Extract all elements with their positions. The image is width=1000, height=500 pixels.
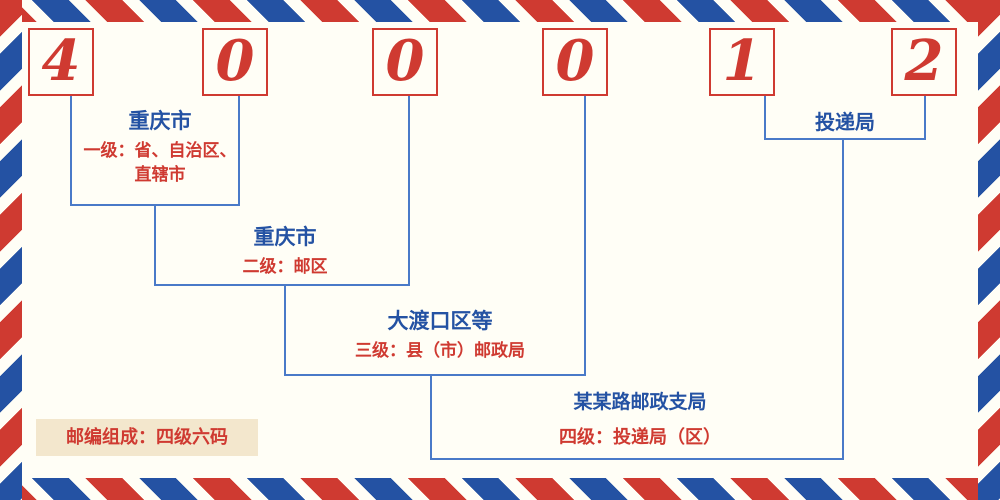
- level-3-label: 大渡口区等 三级：县（市）邮政局: [300, 308, 580, 364]
- connector-line: [430, 458, 844, 460]
- digit-box-4: 0: [542, 28, 608, 96]
- connector-line: [842, 138, 844, 460]
- digit-2: 0: [215, 28, 255, 94]
- level-4-name: 某某路邮政支局: [573, 391, 707, 413]
- envelope-border-left: [0, 0, 22, 500]
- level-4-desc: 四级：投递局（区）: [559, 426, 721, 448]
- connector-line: [924, 96, 926, 140]
- connector-line: [408, 96, 410, 286]
- connector-line: [154, 284, 410, 286]
- envelope-border-bottom: [0, 478, 1000, 500]
- connector-line: [284, 374, 586, 376]
- digit-box-6: 2: [891, 28, 957, 96]
- level-3-name: 大渡口区等: [387, 309, 493, 333]
- connector-line: [430, 374, 432, 460]
- connector-line: [764, 96, 766, 140]
- digit-6: 2: [904, 28, 944, 94]
- level-2-label: 重庆市 二级：邮区: [195, 224, 375, 280]
- envelope-border-top: [0, 0, 1000, 22]
- level-2-name: 重庆市: [253, 225, 317, 249]
- level-2-desc: 二级：邮区: [242, 257, 328, 278]
- digit-5: 1: [722, 28, 762, 94]
- connector-line: [238, 96, 240, 206]
- digit-box-1: 4: [28, 28, 94, 96]
- connector-line: [284, 284, 286, 376]
- digit-1: 4: [41, 28, 81, 94]
- digit-4: 0: [555, 28, 595, 94]
- level-4-label: 某某路邮政支局 四级：投递局（区）: [515, 390, 765, 450]
- connector-line: [70, 96, 72, 206]
- level-1-label: 重庆市 一级：省、自治区、直辖市: [80, 108, 240, 188]
- digit-box-3: 0: [372, 28, 438, 96]
- digit-box-2: 0: [202, 28, 268, 96]
- envelope-border-right: [978, 0, 1000, 500]
- digit-3: 0: [385, 28, 425, 94]
- level-3-desc: 三级：县（市）邮政局: [355, 341, 525, 362]
- composition-note: 邮编组成：四级六码: [36, 419, 258, 456]
- level-1-name: 重庆市: [128, 109, 192, 133]
- connector-line: [154, 204, 156, 286]
- connector-line: [764, 138, 926, 140]
- delivery-office-label: 投递局: [815, 110, 875, 134]
- level-1-desc: 一级：省、自治区、直辖市: [83, 141, 237, 186]
- connector-line: [584, 96, 586, 376]
- digit-box-5: 1: [709, 28, 775, 96]
